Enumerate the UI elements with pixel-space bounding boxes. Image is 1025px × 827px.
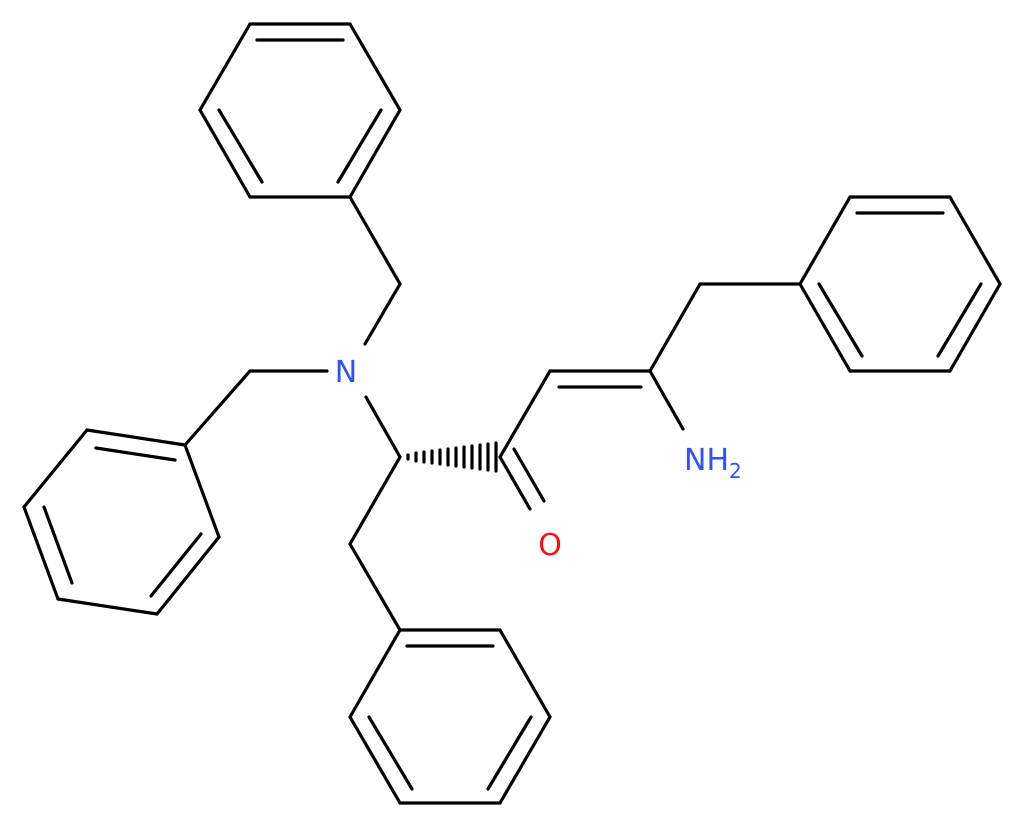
- c-ch2-bond-right: [648, 282, 702, 373]
- ch2-bond-top: [348, 195, 402, 286]
- oxygen-atom-label: O: [538, 528, 562, 563]
- amine-atom-label: NH2: [684, 443, 742, 483]
- n-ch2-bond-top: [363, 282, 402, 346]
- amine-subscript: 2: [729, 459, 742, 483]
- benzyl-ring-top: [198, 22, 402, 199]
- c-ch2-bond-bottom: [348, 455, 402, 546]
- benzyl-ring-left: [22, 428, 221, 616]
- ch2-bond-left: [183, 369, 252, 447]
- amine-nh-text: NH: [684, 443, 729, 478]
- benzyl-ring-bottom: [348, 628, 552, 805]
- ch2-ring-bond-bottom: [348, 542, 402, 632]
- n-c-bond: [364, 395, 402, 459]
- carbonyl-bond-2: [512, 447, 546, 503]
- nitrogen-atom-label: N: [335, 355, 357, 390]
- hashed-wedge-bond: [406, 441, 498, 473]
- benzyl-ring-right: [798, 195, 1002, 373]
- c-nh2-bond: [648, 369, 685, 431]
- carbonyl-bond-1: [498, 455, 532, 511]
- c-alkene-bond: [498, 369, 552, 459]
